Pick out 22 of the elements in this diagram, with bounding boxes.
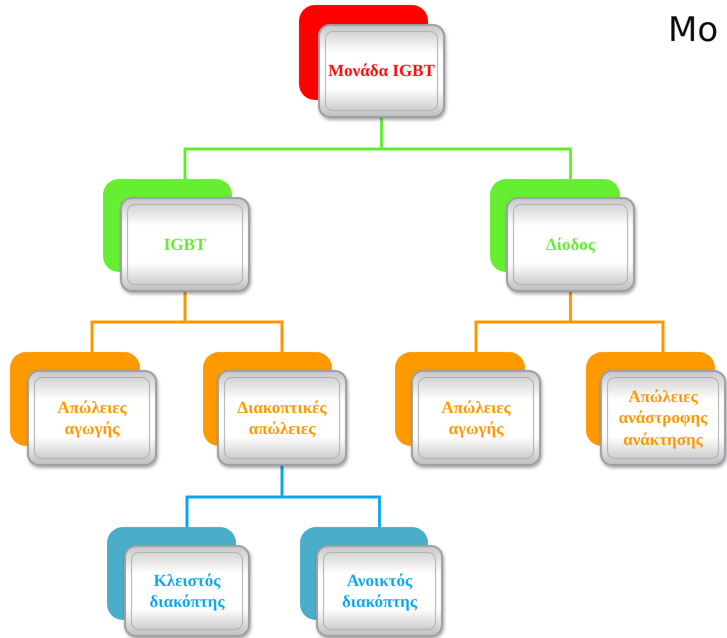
title: Μο: [668, 10, 718, 50]
connector-line: [569, 292, 664, 352]
org-chart-card: [107, 527, 250, 637]
org-chart-card: [299, 5, 445, 118]
card-label: Κλειστός διακόπτης: [148, 570, 226, 612]
org-chart-card: [103, 179, 250, 292]
org-chart-card: [203, 352, 347, 466]
connector-line: [184, 292, 284, 352]
org-chart-card: [300, 527, 443, 637]
card-label: Δίοδος: [546, 234, 595, 256]
card-label: Διακοπτικές απώλειες: [236, 396, 328, 440]
card-label: Απώλειες ανάστροφης ανάκτησης: [618, 386, 708, 450]
connector-line: [280, 466, 381, 527]
org-chart-card: [395, 352, 541, 466]
org-chart-card: [490, 179, 635, 292]
card-label: Απώλειες αγωγής: [56, 396, 128, 440]
org-chart-card: [10, 352, 157, 466]
card-label: Ανοικτός διακόπτης: [340, 570, 418, 612]
org-chart-card: [586, 352, 726, 466]
card-label: Μονάδα IGBT: [328, 60, 435, 82]
card-label: Απώλειες αγωγής: [440, 396, 512, 440]
card-label: IGBT: [164, 234, 206, 256]
